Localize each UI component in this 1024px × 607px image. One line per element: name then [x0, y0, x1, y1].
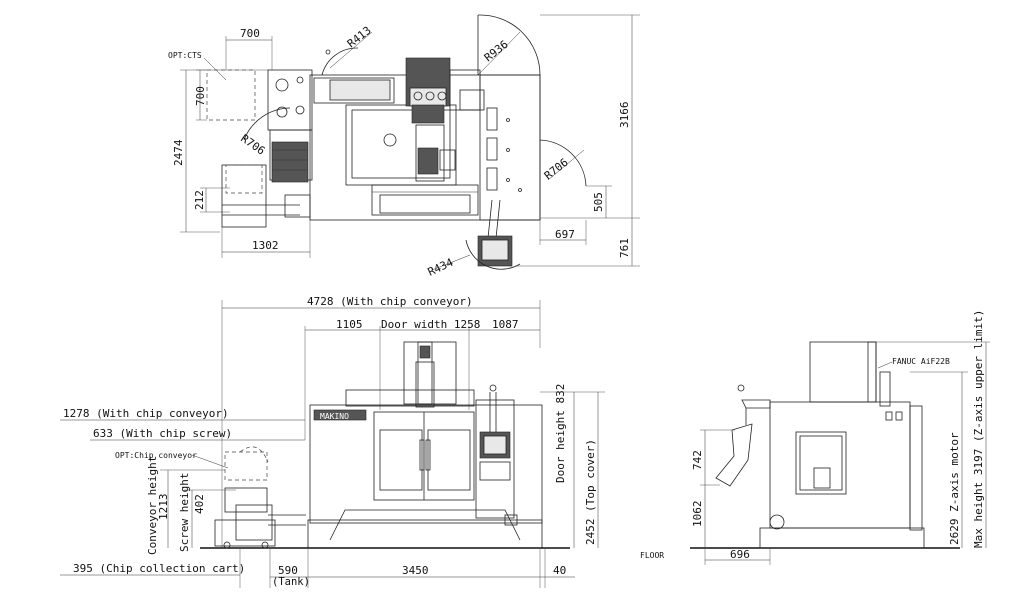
max-height-label: Max height 3197 (Z-axis upper limit): [972, 310, 985, 548]
dim-3166: 3166: [618, 102, 631, 129]
screw-633-label: 633 (With chip screw): [93, 427, 232, 440]
door-width-label: Door width 1258: [381, 318, 480, 331]
dim-212: 212: [193, 190, 206, 210]
dim-700-height: 700: [194, 86, 207, 106]
dim-696: 696: [730, 548, 750, 561]
brand-label: MAKINO: [320, 412, 349, 421]
dim-590: 590: [278, 564, 298, 577]
dim-1105: 1105: [336, 318, 363, 331]
radius-r936: R936: [482, 38, 511, 65]
opt-cts-box: [206, 69, 256, 121]
tank-label: (Tank): [272, 576, 310, 588]
radius-r434: R434: [426, 256, 456, 279]
dim-697: 697: [555, 228, 575, 241]
radius-r413: R413: [345, 24, 374, 51]
dim-761: 761: [618, 238, 631, 258]
dim-1062: 1062: [691, 501, 704, 528]
chip-cart-label: 395 (Chip collection cart): [73, 562, 245, 575]
top-cover-label: 2452 (Top cover): [584, 439, 597, 545]
radius-r706-left: R706: [238, 132, 267, 158]
z-motor-label: 2629 Z-axis motor: [948, 432, 961, 545]
dim-700-width: 700: [240, 27, 260, 40]
side-view: FLOOR FANUC AiF22B 742 1062 6: [640, 310, 990, 565]
conveyor-1278-label: 1278 (With chip conveyor): [63, 407, 229, 420]
door-height-label: Door height 832: [554, 384, 567, 483]
conveyor-height-label: Conveyor height: [146, 456, 159, 555]
radius-r706-right: R706: [542, 156, 571, 183]
dim-742: 742: [691, 450, 704, 470]
screw-height-label: Screw height: [178, 473, 191, 552]
opt-chip-conveyor-label: OPT:Chip conveyor: [115, 451, 197, 460]
dim-2474: 2474: [172, 139, 185, 166]
dim-3450: 3450: [402, 564, 429, 577]
top-view: OPT:CTS 700 700 2474 212 1302: [168, 14, 640, 279]
dim-402: 402: [193, 494, 206, 514]
front-view: 4728 (With chip conveyor) 1105 Door widt…: [60, 295, 605, 588]
opt-cts-label: OPT:CTS: [168, 51, 202, 60]
floor-label: FLOOR: [640, 551, 664, 560]
dim-1302: 1302: [252, 239, 279, 252]
fanuc-label: FANUC AiF22B: [892, 357, 950, 366]
dim-1087: 1087: [492, 318, 519, 331]
dim-1213: 1213: [157, 494, 170, 521]
overall-width-label: 4728 (With chip conveyor): [307, 295, 473, 308]
dim-40: 40: [553, 564, 566, 577]
dim-505: 505: [592, 192, 605, 212]
